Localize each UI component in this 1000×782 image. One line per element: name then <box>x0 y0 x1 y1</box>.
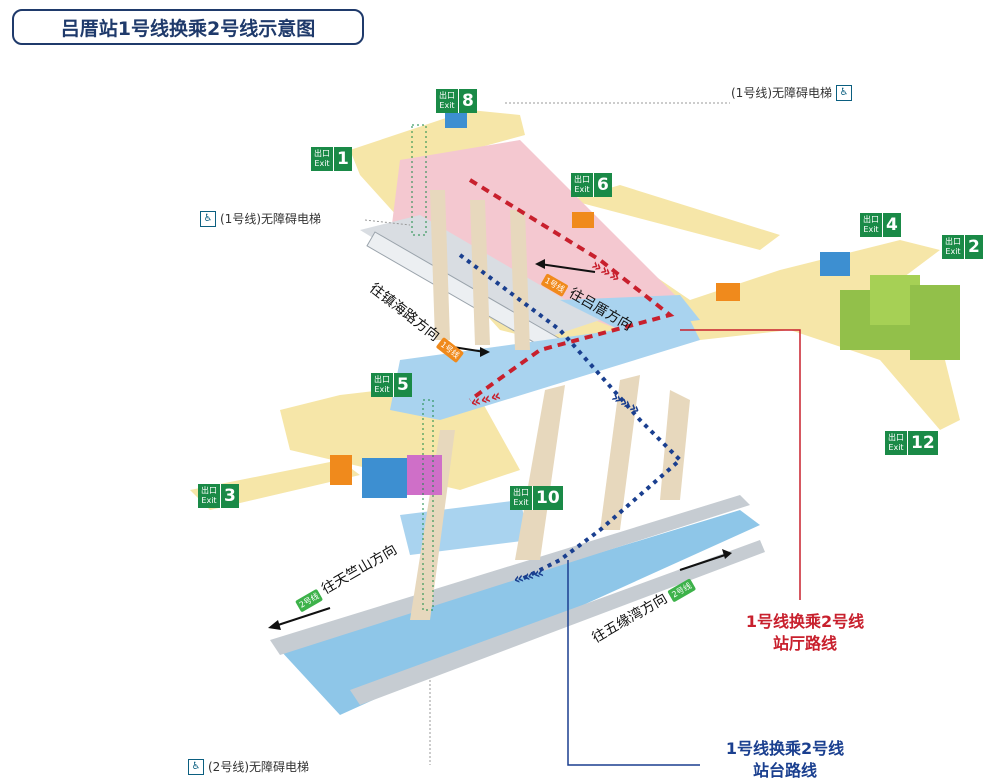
line2-track-bottom <box>350 540 765 705</box>
transfer-hall <box>390 320 700 420</box>
stair-4 <box>515 385 565 560</box>
stair-2 <box>470 200 490 345</box>
kiosk-blue-2 <box>820 252 850 276</box>
kiosk-orange-3 <box>330 455 352 485</box>
hall-route-label: 1号线换乘2号线站厅路线 <box>745 612 865 653</box>
elevator-label-top-right: (1号线)无障碍电梯♿ <box>731 84 852 101</box>
line2-platform <box>280 510 760 715</box>
elevator-label-bottom-left: ♿(2号线)无障碍电梯 <box>188 758 309 775</box>
elevator-leader-mid <box>364 219 411 226</box>
line1-hall <box>390 140 690 330</box>
hall-route-callout <box>680 329 801 600</box>
accessible-elevator-icon: ♿ <box>188 758 204 775</box>
accessible-elevator-icon: ♿ <box>836 84 852 101</box>
stair-3 <box>510 210 530 350</box>
arrow-line2-west <box>274 607 331 627</box>
arrow-line1-east-head <box>480 347 490 357</box>
kiosk-pink <box>407 455 442 495</box>
arrow-line2-east <box>679 554 726 571</box>
arrow-line2-east-head <box>722 549 732 559</box>
platform-route-callout <box>567 560 700 766</box>
accessible-elevator-icon: ♿ <box>200 210 216 227</box>
page-title: 吕厝站1号线换乘2号线示意图 <box>12 9 364 45</box>
blue-link <box>560 295 700 330</box>
hall-route-path <box>468 178 675 402</box>
stair-7 <box>660 390 690 500</box>
kiosk-blue-1 <box>445 110 467 128</box>
stair-1 <box>430 190 450 340</box>
kiosk-blue-3 <box>362 458 407 498</box>
platform-route-label: 1号线换乘2号线站台路线 <box>725 739 845 780</box>
exit-6-passage <box>570 185 780 250</box>
stair-5 <box>600 375 640 530</box>
elevator-shaft-upper <box>411 124 427 236</box>
elevator-shaft-lower <box>422 399 434 611</box>
kiosk-orange-2 <box>716 283 740 301</box>
arrow-line1-west <box>539 263 596 273</box>
arrow-line2-west-head <box>268 620 281 630</box>
building-3 <box>910 285 960 360</box>
elevator-label-mid-left: ♿(1号线)无障碍电梯 <box>200 210 321 227</box>
line2-track-top <box>270 495 750 655</box>
kiosk-orange-1 <box>572 212 594 228</box>
arrow-line1-west-head <box>535 259 545 269</box>
